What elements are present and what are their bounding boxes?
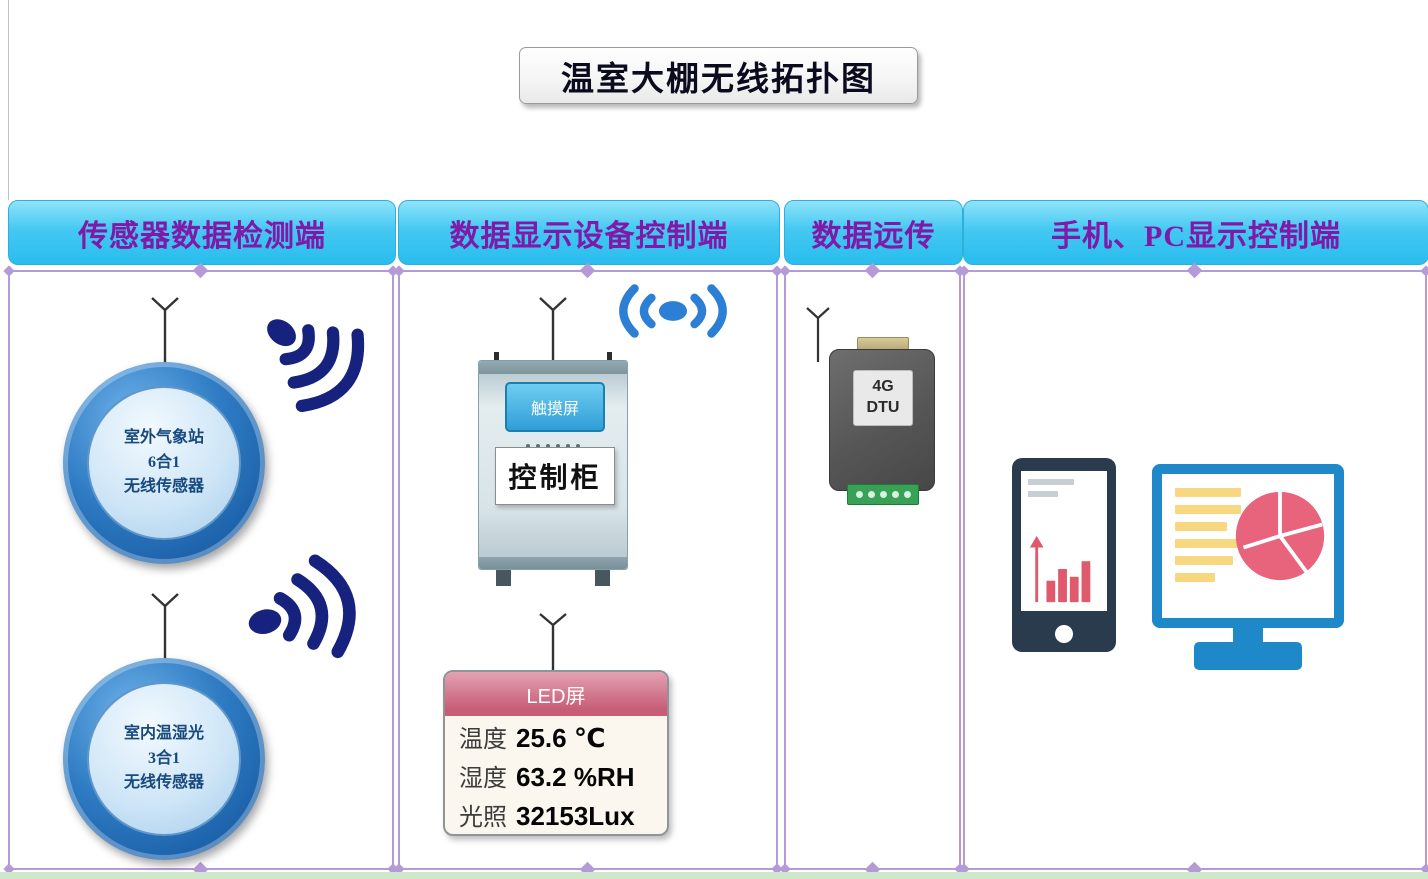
column-header-display-control: 数据显示设备控制端: [398, 200, 780, 265]
antenna-icon: [536, 612, 570, 670]
smartphone-icon: [1012, 458, 1116, 652]
cabinet-top-band: [479, 361, 627, 374]
bottom-green-strip: [0, 872, 1428, 879]
page-title: 温室大棚无线拓扑图: [519, 47, 918, 104]
cabinet-vents-icon: [479, 435, 627, 453]
sensor-label-line: 6合1: [147, 453, 180, 471]
sensor-label-line: 无线传感器: [123, 478, 204, 496]
sensor-label-line: 无线传感器: [123, 774, 204, 792]
led-reading-row: 温度 25.6 ℃: [445, 716, 667, 755]
antenna-icon: [148, 592, 182, 660]
dtu-terminal-block: [847, 484, 919, 505]
cabinet-body: 触摸屏 控制柜: [478, 360, 628, 570]
cabinet-label: 控制柜: [495, 447, 615, 505]
column-frame-sensors: [3, 262, 399, 878]
reading-value: 32153Lux: [516, 801, 635, 831]
monitor-stand-base: [1194, 642, 1302, 670]
control-cabinet: 触摸屏 控制柜: [478, 352, 628, 588]
home-button-icon: [1055, 625, 1073, 643]
antenna-icon: [536, 296, 570, 362]
indoor-thl-sensor: 室内温湿光 3合1 无线传感器: [63, 658, 265, 860]
sensor-label-line: 室外气象站: [123, 428, 204, 446]
sensor-label-line: 3合1: [147, 749, 180, 767]
dtu-label-plate: 4G DTU: [853, 370, 913, 426]
antenna-icon: [804, 306, 832, 362]
column-header-remote-transfer: 数据远传: [784, 200, 963, 265]
radio-waves-icon: [234, 537, 399, 686]
led-reading-row: 湿度 63.2 %RH: [445, 755, 667, 794]
sensor-label: 室内温湿光 3合1 无线传感器: [87, 682, 241, 836]
sensor-label-line: 室内温湿光: [123, 724, 204, 742]
reading-value: 25.6 ℃: [516, 723, 606, 753]
antenna-icon: [148, 296, 182, 364]
led-reading-row: 光照 32153Lux: [445, 794, 667, 833]
phone-screen: [1021, 471, 1107, 611]
text-line-icon: [1028, 479, 1074, 485]
4g-dtu-device: 4G DTU: [829, 349, 935, 491]
bar-chart-icon: [1029, 535, 1091, 603]
touchscreen-label: 触摸屏: [530, 401, 579, 418]
outdoor-weather-sensor: 室外气象站 6合1 无线传感器: [63, 362, 265, 564]
led-panel-header: LED屏: [445, 672, 667, 716]
column-header-phone-pc: 手机、PC显示控制端: [963, 200, 1428, 265]
dtu-label-line: DTU: [866, 399, 900, 416]
cabinet-leg: [595, 570, 610, 586]
reading-value: 63.2 %RH: [516, 762, 635, 792]
cabinet-bottom-band: [479, 557, 627, 569]
column-frame-phone-pc: [958, 262, 1428, 878]
monitor-stand-neck: [1233, 626, 1263, 644]
column-frame-remote-transfer: [779, 262, 966, 878]
text-line-icon: [1028, 491, 1058, 497]
column-frame-display-control: [393, 262, 783, 878]
cabinet-bolt-icon: [607, 352, 612, 364]
column-header-sensors: 传感器数据检测端: [8, 200, 396, 265]
monitor-icon: [1152, 464, 1344, 628]
sensor-label: 室外气象站 6合1 无线传感器: [87, 386, 241, 540]
reading-label: 温度: [459, 727, 507, 753]
radio-waves-icon: [231, 279, 408, 453]
pie-chart-icon: [1235, 491, 1325, 581]
cabinet-bolt-icon: [494, 352, 499, 364]
led-display-panel: LED屏 温度 25.6 ℃ 湿度 63.2 %RH 光照 32153Lux: [443, 670, 669, 836]
reading-label: 光照: [459, 805, 507, 831]
broadcast-signal-icon: [600, 281, 746, 346]
text-lines-icon: [1175, 488, 1241, 590]
dtu-label-line: 4G: [872, 378, 894, 396]
cabinet-leg: [496, 570, 511, 586]
touchscreen: 触摸屏: [505, 382, 605, 432]
reading-label: 湿度: [459, 766, 507, 792]
page-edge-line: [8, 0, 9, 200]
